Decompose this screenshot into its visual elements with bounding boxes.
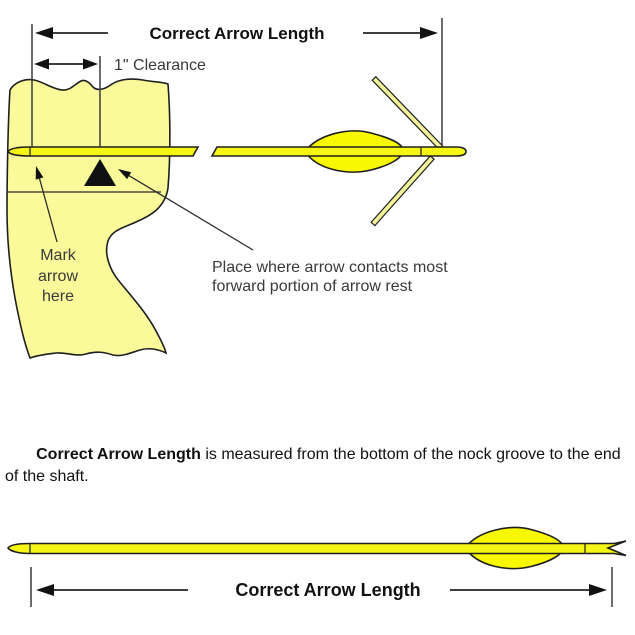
measure-arrowhead-right	[420, 27, 438, 39]
bottom-measurement: Correct Arrow Length	[30, 567, 613, 607]
top-measurement: Correct Arrow Length	[35, 24, 438, 43]
caption-lead-rest: is measured from the bottom of the nock …	[201, 446, 621, 463]
clearance-label: 1" Clearance	[114, 57, 206, 74]
full-arrow-shaft	[7, 540, 627, 557]
clearance-arrowhead-right	[83, 58, 98, 70]
mark-arrow-annotation: Mark arrow here	[35, 166, 78, 305]
arrow-rest-triangle	[84, 159, 116, 186]
contact-leader-arrowhead	[118, 169, 132, 180]
bottom-heading: Correct Arrow Length	[235, 580, 420, 600]
arrow-shaft-rear-segment	[210, 146, 467, 157]
top-heading: Correct Arrow Length	[149, 24, 324, 43]
contact-leader-line	[128, 175, 254, 251]
measure-arrowhead-left	[35, 27, 53, 39]
caption-paragraph: Correct Arrow Length is measured from th…	[5, 446, 635, 485]
measure-arrowhead-left-bottom	[36, 584, 54, 596]
top-illustration: Correct Arrow Length 1" Clearance Mark a…	[6, 18, 467, 360]
clearance-arrowhead-left	[34, 58, 49, 70]
arrow-shaft-front-segment	[7, 146, 200, 157]
caption-lead-bold: Correct Arrow Length	[36, 446, 201, 463]
mark-leader-line	[38, 178, 58, 243]
mark-leader-arrowhead	[35, 166, 44, 180]
mark-label-line3: here	[42, 288, 74, 305]
contact-label-line2: forward portion of arrow rest	[212, 278, 413, 295]
mark-label-line1: Mark	[40, 247, 77, 264]
caption-line2: of the shaft.	[5, 468, 89, 485]
bottom-illustration: Correct Arrow Length	[7, 526, 627, 607]
measure-arrowhead-right-bottom	[589, 584, 607, 596]
rear-fletching-strip-lower	[370, 155, 435, 227]
mark-label-line2: arrow	[38, 268, 78, 285]
contact-label-line1: Place where arrow contacts most	[212, 259, 448, 276]
caption-line1: Correct Arrow Length is measured from th…	[5, 446, 635, 463]
contact-point-annotation: Place where arrow contacts most forward …	[118, 169, 448, 295]
clearance-measurement: 1" Clearance	[34, 57, 206, 74]
